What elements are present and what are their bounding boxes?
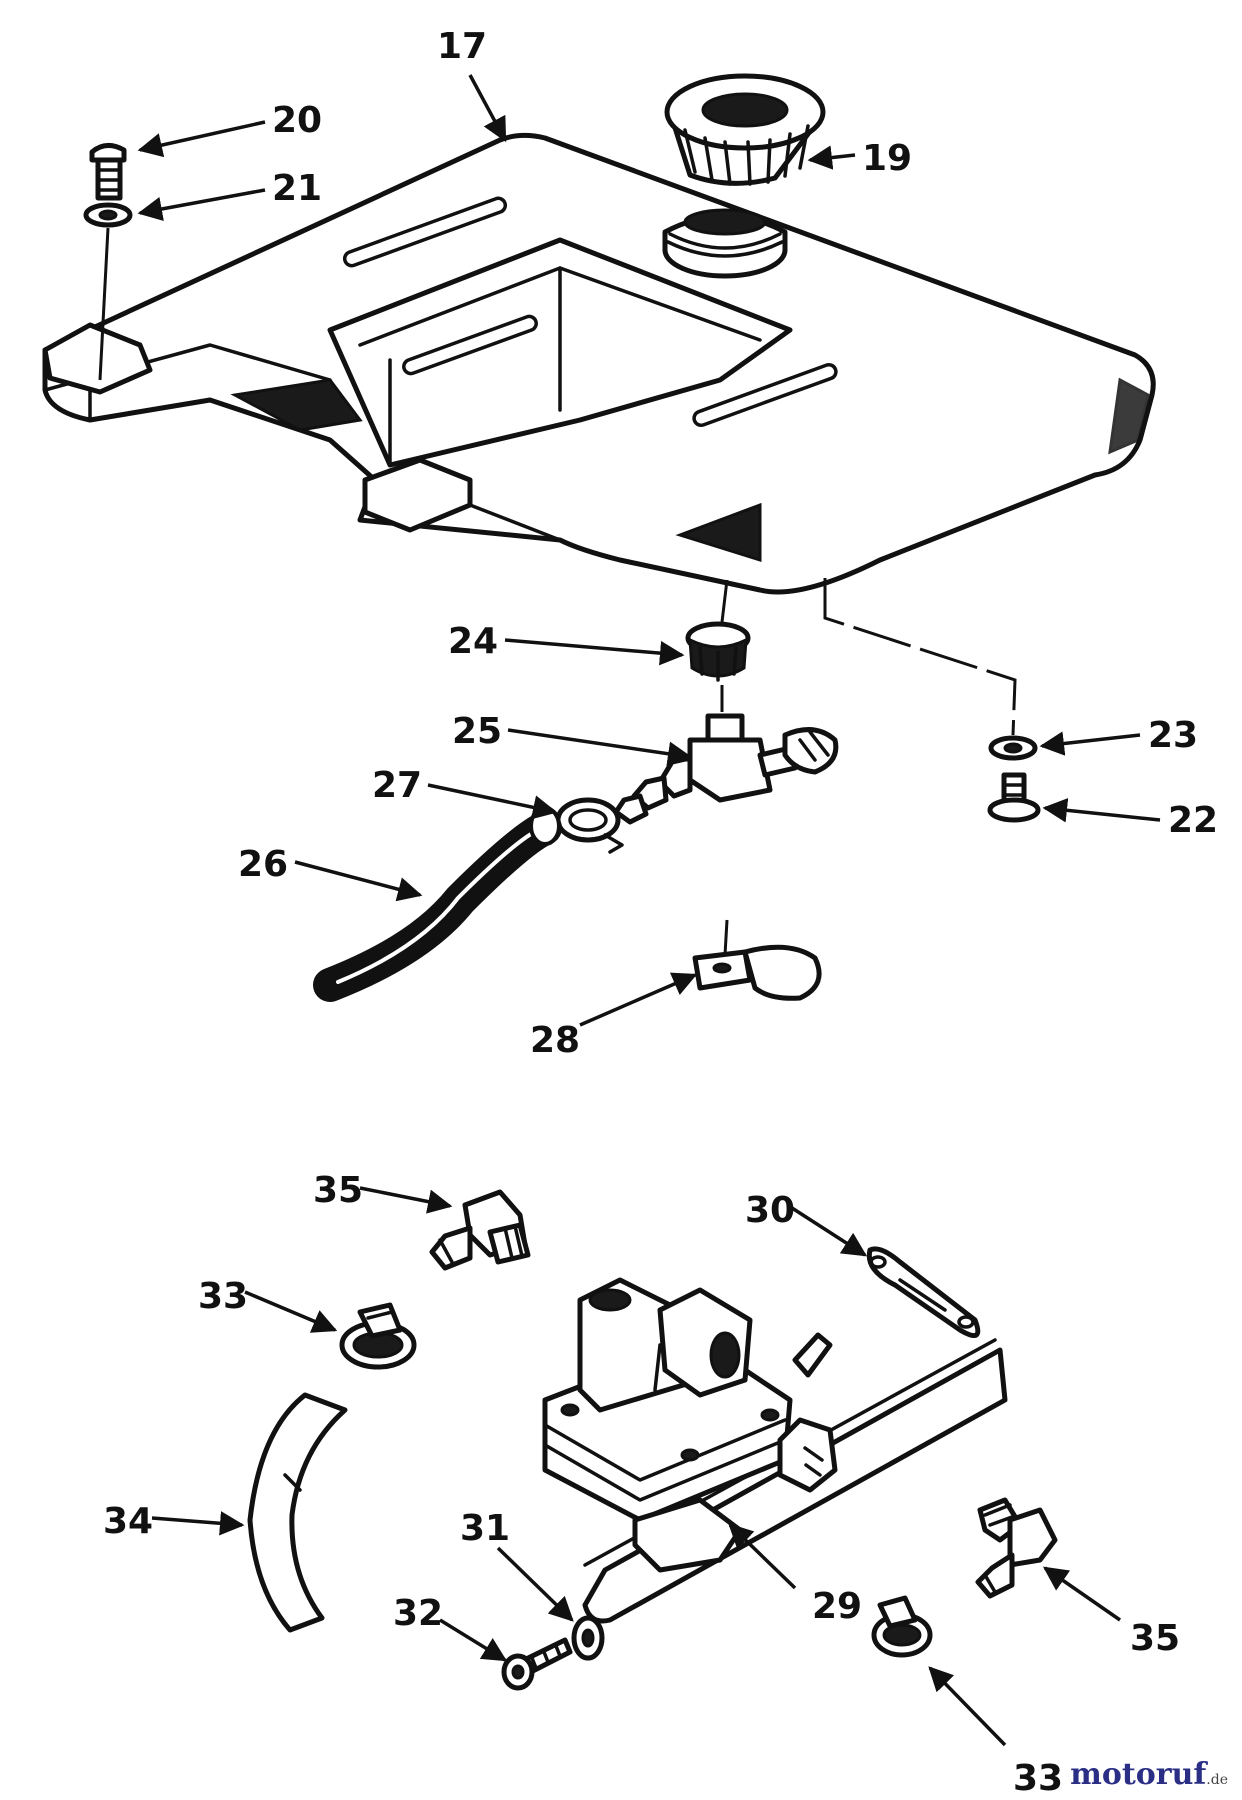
fuel-line-26 [313,806,562,1002]
callout-35-top: 35 [313,1170,363,1211]
callout-28: 28 [530,1020,580,1061]
elbow-fitting-35-right [975,1497,1058,1599]
fuel-pump-29 [542,1277,1008,1624]
shutoff-valve-25 [613,713,839,825]
callout-30: 30 [745,1190,795,1231]
callout-34: 34 [103,1501,153,1542]
watermark-name: motoruf [1070,1757,1207,1792]
elbow-fitting-35-top [429,1189,531,1271]
clamp-33-upper [339,1302,417,1370]
screw-22 [987,772,1041,823]
gasket-30 [866,1246,981,1339]
callout-22: 22 [1168,800,1218,841]
callout-23: 23 [1148,715,1198,756]
callout-26: 26 [238,844,288,885]
callout-33-lower: 33 [1013,1758,1063,1799]
callout-17: 17 [437,26,487,67]
washer-31 [571,1615,605,1661]
watermark-tld: .de [1206,1772,1228,1788]
screw-32 [501,1637,573,1691]
washer-21 [83,202,133,228]
filter-24 [685,621,751,682]
callout-labels: 17 19 20 21 22 23 24 25 26 27 28 29 30 3… [103,26,1218,1799]
clip-28 [692,919,822,1001]
fuel-cap [664,73,826,186]
leader-lines [137,74,1161,1747]
callout-29: 29 [812,1586,862,1627]
clamp-33-lower [871,1595,933,1658]
callout-27: 27 [372,765,422,806]
hose-34 [247,1392,348,1633]
washer-23 [988,735,1038,761]
callout-33-upper: 33 [198,1276,248,1317]
watermark-logo: motoruf.de [1070,1757,1228,1792]
callout-31: 31 [460,1508,510,1549]
callout-25: 25 [452,711,502,752]
fuel-tank [42,132,1156,595]
callout-21: 21 [272,168,322,209]
clamp-27 [555,797,624,854]
callout-20: 20 [272,100,322,141]
callout-19: 19 [862,138,912,179]
callout-24: 24 [448,621,498,662]
callout-32: 32 [393,1593,443,1634]
filler-neck [662,208,788,279]
callout-35-right: 35 [1130,1618,1180,1659]
screw-20 [89,143,127,201]
